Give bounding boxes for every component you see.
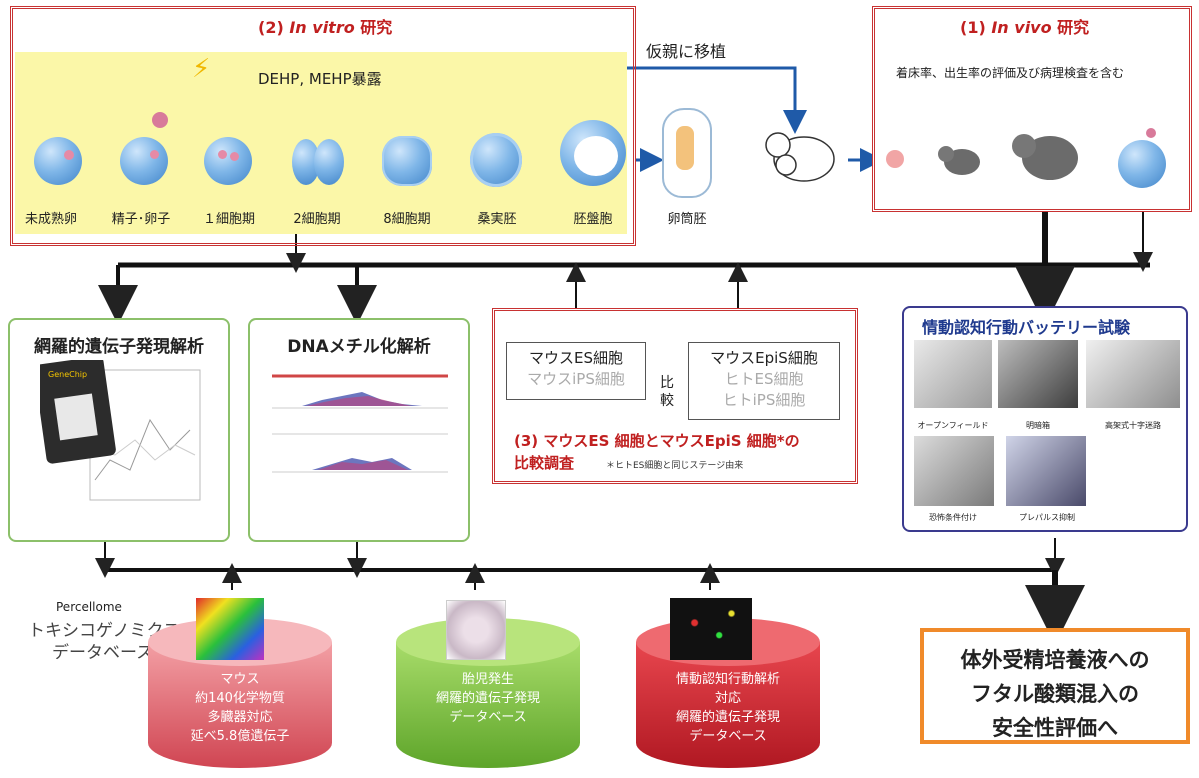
methylation-track-graphic — [272, 374, 448, 473]
embryo-icon — [886, 150, 904, 168]
stage-label-3: 2細胞期 — [293, 212, 341, 227]
elevated-maze-photo — [1086, 340, 1180, 408]
light-dark-box-photo — [998, 340, 1078, 408]
stage-label-1: 精子･卵子 — [111, 212, 171, 227]
two-cell-stage-b — [314, 139, 344, 185]
sperm-icon — [152, 112, 168, 128]
immature-egg-cell — [34, 137, 82, 185]
stage-label-7: 卵筒胚 — [667, 212, 707, 227]
comparison-title-line2: 比較調査 — [514, 454, 575, 472]
battery-title: 情動認知行動バッテリー試験 — [922, 318, 1131, 337]
photo-label-3: 恐怖条件付け — [929, 513, 977, 522]
stage-label-0: 未成熟卵 — [24, 212, 77, 227]
stage-label-4: 8細胞期 — [383, 212, 431, 227]
result-box: 体外受精培養液への フタル酸類混入の 安全性評価へ — [920, 628, 1190, 744]
next-generation-egg — [1118, 140, 1166, 188]
invitro-frame — [10, 6, 636, 246]
genechip-label: GeneChip — [48, 370, 88, 379]
mouse-es-box: マウスES細胞 マウスiPS細胞 — [506, 342, 646, 400]
expression-chart-graphic — [40, 360, 201, 501]
mouse-epis-box: マウスEpiS細胞 ヒトES細胞 ヒトiPS細胞 — [688, 342, 840, 420]
methylation-analysis-box: DNAメチル化解析 — [248, 318, 470, 542]
database-line3: データベース — [52, 643, 154, 663]
exposure-label: DEHP, MEHP暴露 — [258, 70, 382, 88]
adult-mouse-icon — [1012, 134, 1078, 180]
db-cylinder-behavior-text: 情動認知行動解析 対応 網羅的遺伝子発現 データベース — [675, 672, 780, 744]
eight-cell-stage — [382, 136, 432, 186]
mouse-epis-label: マウスEpiS細胞 — [710, 349, 818, 367]
transfer-label: 仮親に移植 — [646, 42, 727, 61]
heatmap-thumbnail — [196, 598, 264, 660]
invivo-title: (1) In vivo 研究 — [960, 18, 1090, 37]
one-cell-nucleus-b — [230, 152, 239, 161]
open-field-photo — [914, 340, 992, 408]
fear-conditioning-photo — [914, 436, 994, 506]
methylation-analysis-title: DNAメチル化解析 — [287, 337, 431, 357]
database-line1: Percellome — [56, 600, 122, 614]
compare-label-2: 較 — [660, 393, 674, 409]
photo-label-2: 高架式十字迷路 — [1105, 421, 1161, 430]
result-line1: 体外受精培養液への — [960, 648, 1150, 672]
pup-mouse-icon — [938, 146, 980, 175]
expression-analysis-title: 網羅的遺伝子発現解析 — [34, 337, 204, 357]
surrogate-mouse-icon — [765, 132, 835, 182]
result-line3: 安全性評価へ — [992, 716, 1118, 740]
immature-egg-nucleus — [64, 150, 74, 160]
db-cylinder-mouse: マウス 約140化学物質 多臓器対応 延べ5.8億遺伝子 — [148, 618, 332, 768]
morula — [470, 133, 522, 187]
sperm-egg-nucleus — [150, 150, 159, 159]
invivo-subtitle: 着床率、出生率の評価及び病理検査を含む — [896, 66, 1125, 80]
fluorescence-thumbnail — [670, 598, 752, 660]
photo-label-0: オープンフィールド — [917, 421, 989, 430]
one-cell-nucleus-a — [218, 150, 227, 159]
comparison-footnote: ＊ヒトES細胞と同じステージ由来 — [606, 461, 744, 471]
lightning-icon: ⚡ — [192, 54, 211, 84]
prepulse-inhibition-photo — [1006, 436, 1086, 506]
photo-label-4: プレパルス抑制 — [1019, 513, 1075, 522]
mouse-ips-label: マウスiPS細胞 — [527, 370, 625, 388]
blastocyst-cavity — [574, 136, 618, 176]
egg-cylinder-core — [676, 126, 694, 170]
human-es-label: ヒトES細胞 — [724, 370, 804, 388]
db-cylinder-fetal-text: 胎児発生 網羅的遺伝子発現 データベース — [435, 672, 540, 725]
mouse-es-label: マウスES細胞 — [529, 349, 623, 367]
fetus-thumbnail — [446, 600, 506, 660]
db-cylinder-mouse-text: マウス 約140化学物質 多臓器対応 延べ5.8億遺伝子 — [190, 672, 290, 744]
result-line2: フタル酸類混入の — [971, 682, 1139, 706]
database-line2: トキシコゲノミクス — [28, 621, 180, 641]
stage-label-2: １細胞期 — [202, 212, 255, 227]
sperm-egg-cell — [120, 137, 168, 185]
photo-label-1: 明暗箱 — [1026, 421, 1050, 430]
db-cylinder-behavior: 情動認知行動解析 対応 網羅的遺伝子発現 データベース — [636, 618, 820, 768]
compare-label-1: 比 — [660, 375, 674, 391]
human-ips-label: ヒトiPS細胞 — [722, 391, 806, 409]
comparison-title-line1: (3) マウスES 細胞とマウスEpiS 細胞*の — [514, 432, 800, 450]
one-cell-stage — [204, 137, 252, 185]
stage-label-5: 桑実胚 — [477, 212, 517, 227]
sperm-icon-invivo — [1146, 128, 1156, 138]
invitro-title: (2) In vitro 研究 — [258, 18, 393, 37]
stage-label-6: 胚盤胞 — [573, 212, 613, 227]
